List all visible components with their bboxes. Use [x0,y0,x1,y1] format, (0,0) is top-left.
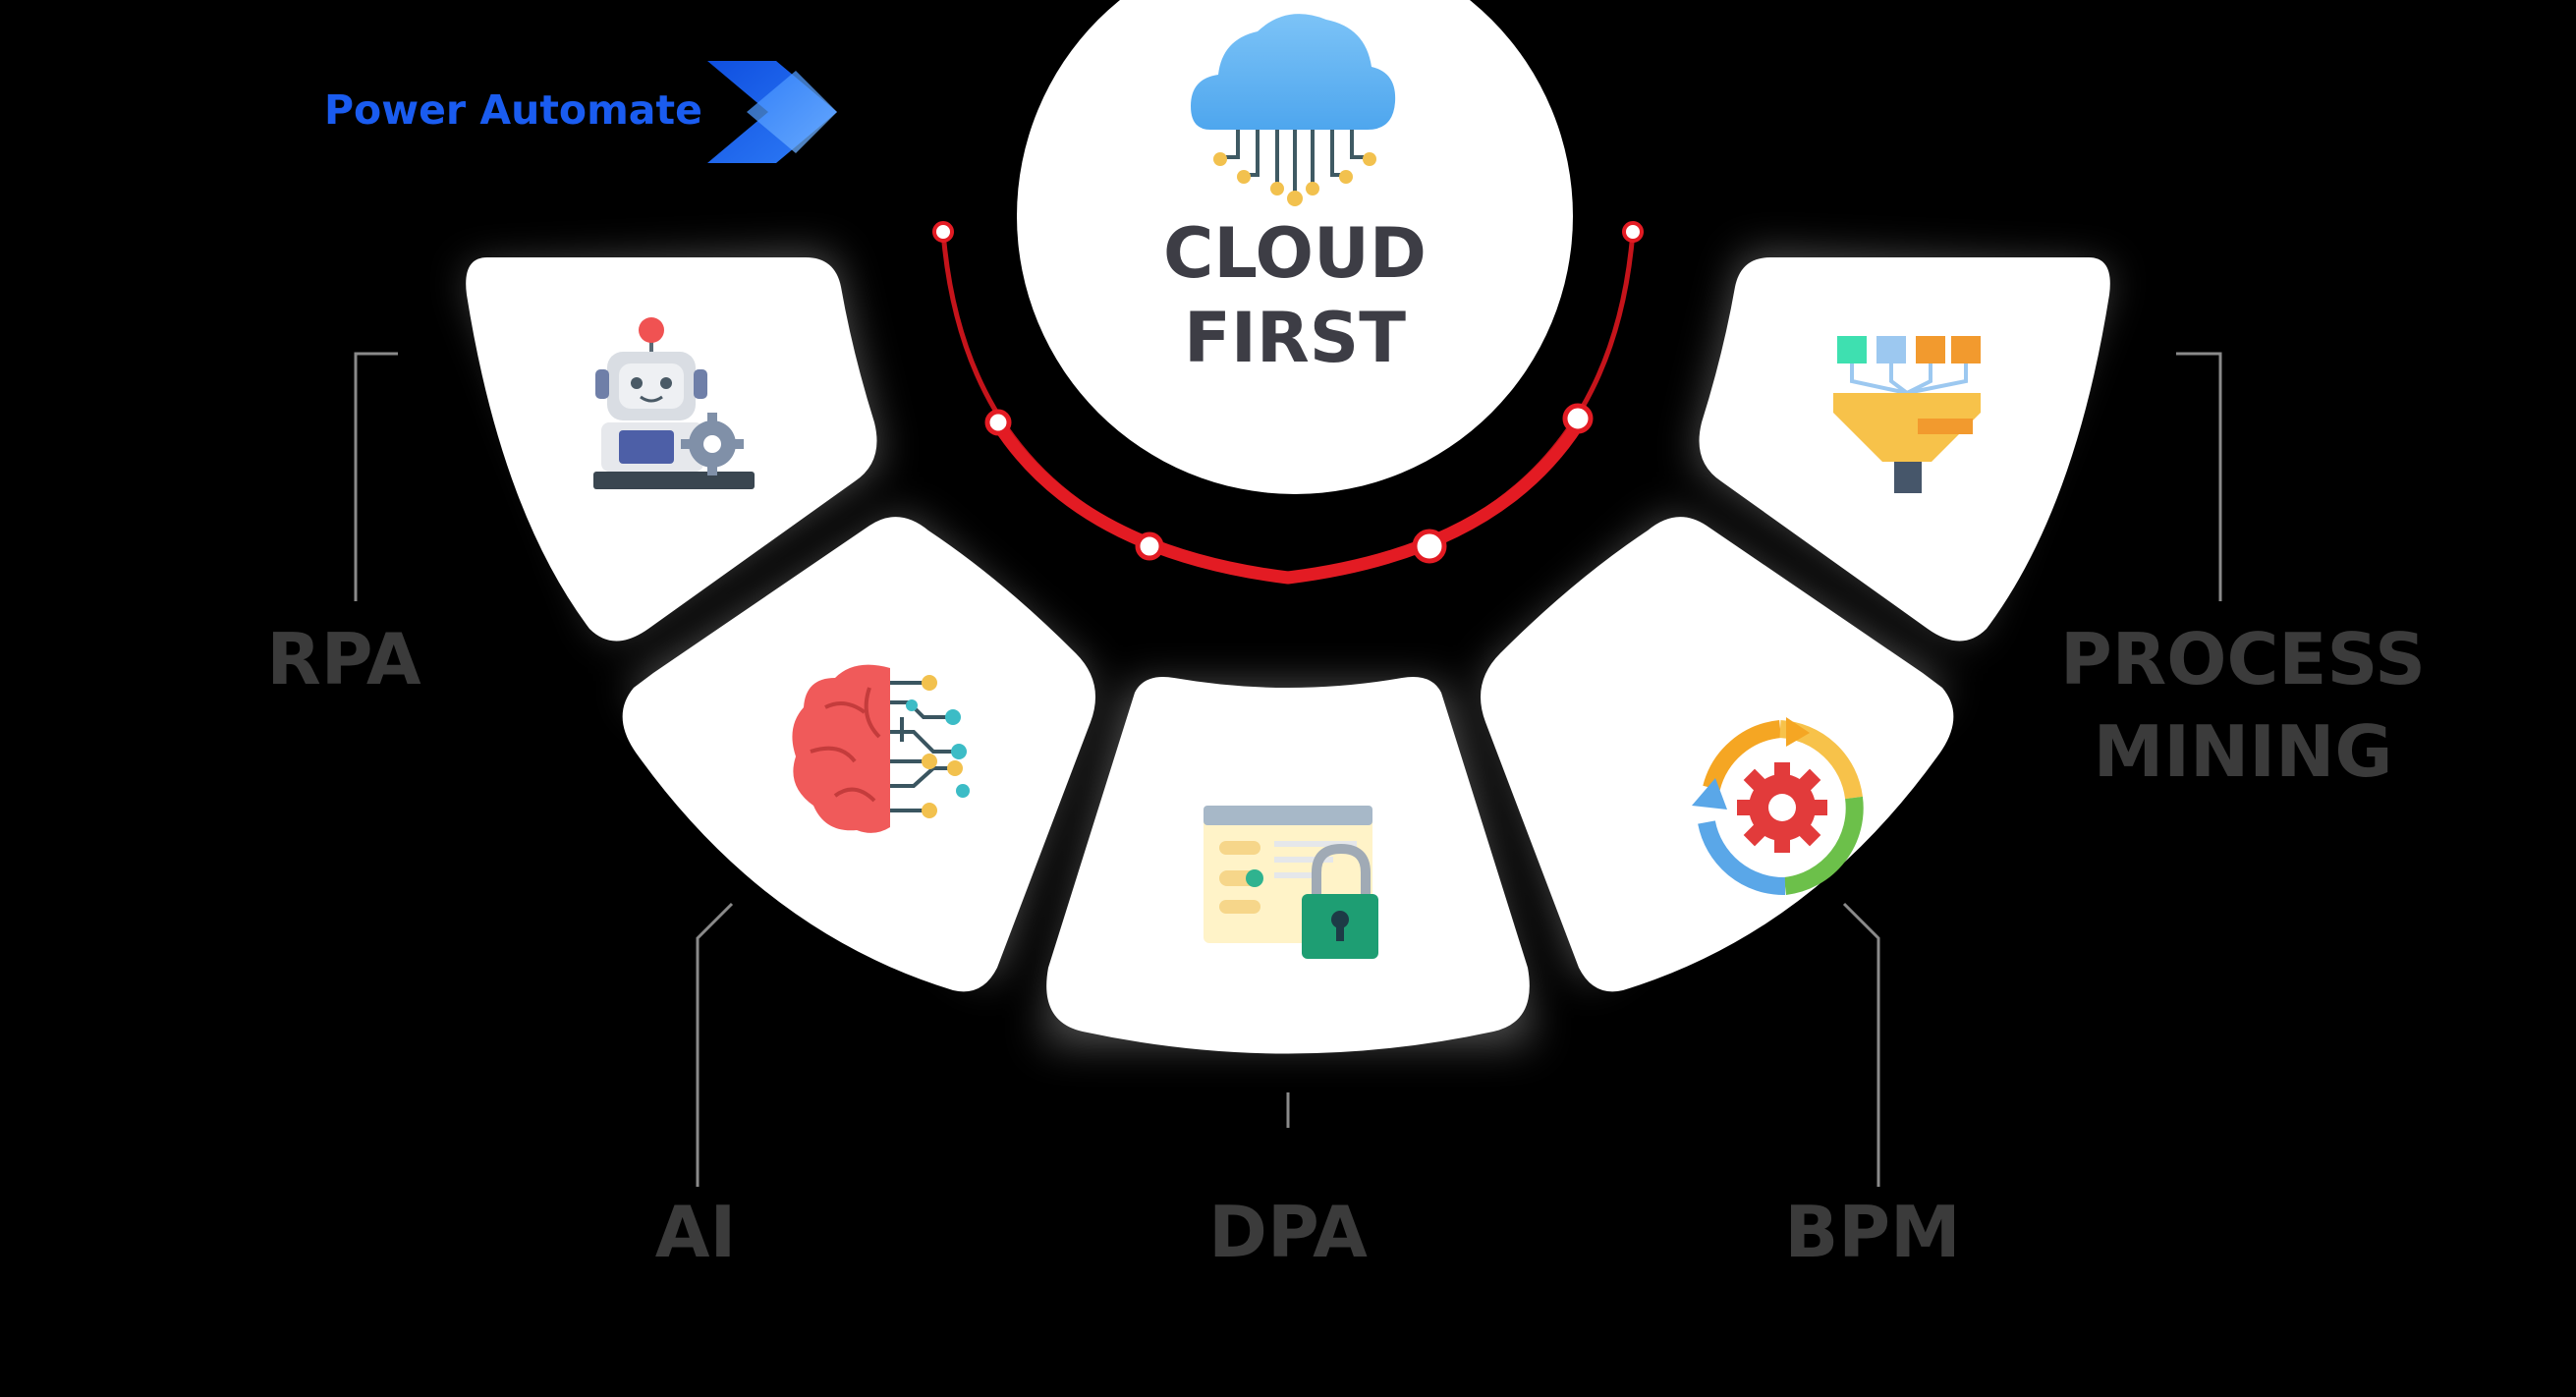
arc-node [1412,529,1447,564]
label-rpa: RPA [266,618,421,700]
label-bpm: BPM [1784,1191,1960,1273]
document-lock-icon [1204,806,1378,959]
hub-title-line1: CLOUD [1163,213,1427,294]
data-funnel-icon [1833,336,1981,493]
card-bpm [1481,517,1954,992]
hub-title-line2: FIRST [1184,298,1406,378]
connector-ai [696,902,734,1187]
connector-rpa [354,352,398,601]
cloud-first-hub: CLOUD FIRST [1017,0,1573,494]
label-process-mining-line1: PROCESS [2060,618,2426,700]
label-process-mining-line2: MINING [2094,710,2393,793]
arc-node [1562,403,1594,434]
arc-node [932,221,954,243]
brain-circuit-icon [792,664,970,833]
connector-lines [354,352,2222,1187]
robot-icon [593,317,755,489]
brand-name: Power Automate [324,86,702,134]
brand-logo: Power Automate [324,61,837,163]
label-ai: AI [655,1191,737,1273]
power-automate-chevron-icon [707,61,837,163]
arc-node [984,409,1012,436]
connector-process-mining [2176,352,2222,601]
arc-node [1135,531,1164,561]
category-labels: RPA AI DPA BPM PROCESS MINING [266,618,2426,1273]
connector-bpm [1842,902,1880,1187]
gear-cycle-icon [1692,717,1864,896]
arc-node [1622,221,1644,243]
cloud-network-icon [1191,14,1396,206]
cloud-first-arc [932,221,1644,585]
label-dpa: DPA [1208,1191,1368,1273]
